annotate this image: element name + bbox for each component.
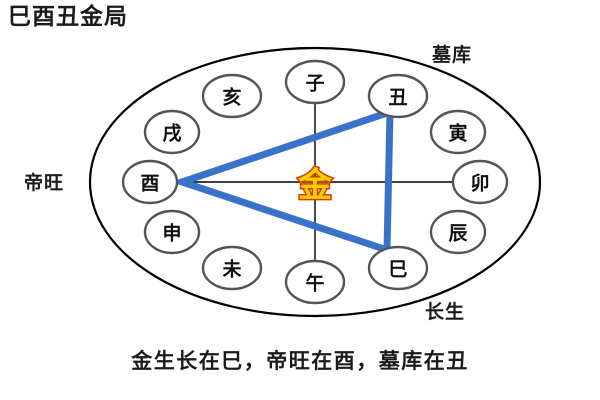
branch-circle-hai[interactable] [201, 73, 263, 119]
branch-circle-yin[interactable] [429, 109, 487, 155]
branch-circle-mao[interactable] [451, 159, 509, 205]
annotation-di-wang: 帝旺 [24, 172, 65, 194]
center-element-label: 金 [297, 164, 334, 207]
branch-circle-group [121, 59, 509, 305]
branch-circle-shen[interactable] [143, 209, 201, 255]
branch-circle-chen[interactable] [429, 209, 487, 255]
annotation-chang-sheng: 长生 [425, 301, 466, 323]
branch-circle-chou[interactable] [367, 73, 429, 119]
branch-circle-si[interactable] [367, 245, 429, 291]
annotation-mu-ku: 墓库 [432, 44, 473, 66]
harmony-triangle [170, 107, 394, 255]
branch-circle-zi[interactable] [284, 59, 346, 105]
page-title: 巳酉丑金局 [8, 4, 128, 30]
branch-circle-wu[interactable] [284, 259, 346, 305]
caption: 金生长在巳，帝旺在酉，墓库在丑 [131, 349, 469, 373]
branch-circle-wei[interactable] [201, 245, 263, 291]
branch-circle-you[interactable] [121, 159, 179, 205]
branch-circle-xu[interactable] [143, 109, 201, 155]
